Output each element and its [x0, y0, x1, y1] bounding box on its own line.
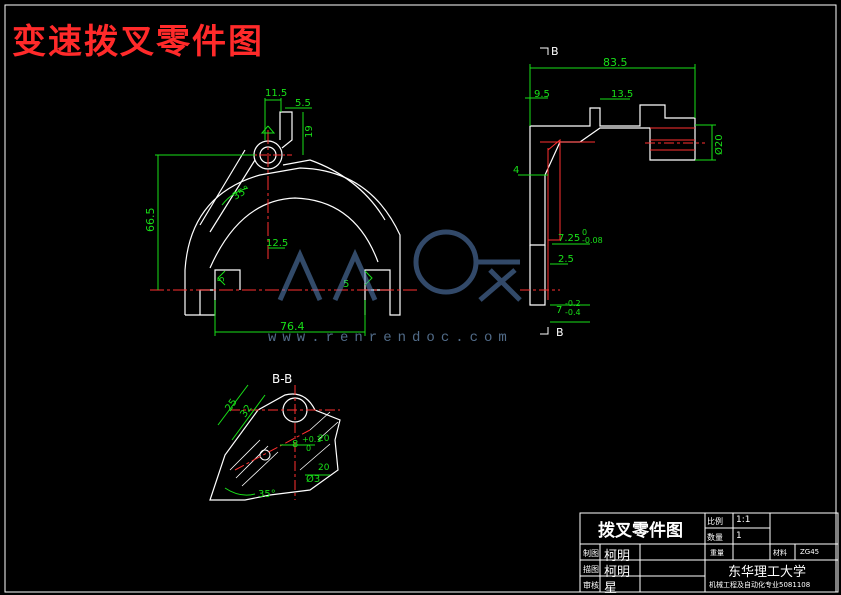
- tb-class-info: 机械工程及自动化专业5081108: [709, 581, 811, 589]
- dim-7-25: 7.25: [558, 233, 580, 244]
- section-view-bb: B-B 25 32 8 +0.1 0 20 20 Ø3 35°: [209, 372, 341, 501]
- tb-design-label: 描图: [583, 565, 599, 574]
- dim-5-left: 5: [217, 276, 227, 282]
- tb-qty-label: 数量: [707, 533, 723, 542]
- dim-2-5: 2.5: [558, 254, 574, 265]
- tb-drawn-name: 柯明: [604, 549, 631, 564]
- section-mark-bottom: B: [556, 326, 564, 339]
- sec-dim-8: 8: [292, 439, 298, 450]
- watermark-url: www.renrendoc.com: [268, 330, 513, 346]
- tb-check-label: 审核: [583, 581, 599, 590]
- dim-d20: Ø20: [713, 134, 725, 155]
- sec-dim-8-tol-up: +0.1: [302, 435, 321, 444]
- drawing-title: 变速拨叉零件图: [12, 22, 264, 62]
- dim-76-4: 76.4: [280, 320, 305, 333]
- section-label: B-B: [272, 372, 292, 386]
- dim-7: 7: [556, 305, 562, 316]
- tb-weight-label: 重量: [710, 549, 724, 557]
- dim-66-5: 66.5: [144, 208, 157, 233]
- side-view: B B 83.5 9.5 13.5 Ø20 4 7.25 0 -0.08 2.5…: [513, 45, 725, 339]
- sheet-border: [4, 4, 837, 593]
- dim-35deg: 35°: [231, 184, 252, 202]
- section-mark-top: B: [551, 45, 559, 58]
- dim-11-5: 11.5: [265, 88, 287, 99]
- dim-7-25-tol-up: 0: [582, 228, 587, 237]
- dim-4: 4: [513, 165, 519, 176]
- tb-design-name: 柯明: [604, 565, 631, 580]
- sec-dim-8-tol-low: 0: [306, 444, 311, 453]
- sec-dim-20a: 20: [318, 434, 330, 444]
- dim-12-5: 12.5: [266, 238, 288, 249]
- tb-drawn-label: 制图: [583, 549, 599, 558]
- dim-5-5: 5.5: [295, 98, 311, 109]
- tb-check-name: 星: [604, 581, 618, 595]
- sec-dim-35deg: 35°: [258, 489, 276, 500]
- tb-part-name: 拨叉零件图: [598, 521, 683, 541]
- watermark-logo: [277, 229, 522, 302]
- front-view: 66.5 76.4 11.5 5.5 19 35° 12.5 5 5: [144, 88, 420, 336]
- sec-dim-20b: 20: [318, 463, 330, 473]
- tb-school: 东华理工大学: [728, 565, 807, 580]
- tb-scale-label: 比例: [707, 517, 723, 526]
- tb-qty-value: 1: [736, 531, 742, 541]
- dim-7-tol-up: -0.2: [565, 299, 581, 308]
- dim-7-tol-low: -0.4: [565, 308, 581, 317]
- dim-83-5: 83.5: [603, 56, 628, 69]
- dim-19: 19: [304, 125, 315, 138]
- dim-5-right: 5: [343, 279, 349, 290]
- tb-scale-value: 1:1: [736, 515, 751, 525]
- sec-dim-d3: Ø3: [306, 473, 320, 485]
- dim-13-5: 13.5: [611, 89, 633, 100]
- tb-material-value: ZG45: [800, 548, 820, 556]
- dim-7-25-tol-low: -0.08: [582, 236, 603, 245]
- title-block-grid: [579, 512, 839, 593]
- dim-9-5: 9.5: [534, 89, 550, 100]
- tb-material-label: 材料: [773, 549, 787, 557]
